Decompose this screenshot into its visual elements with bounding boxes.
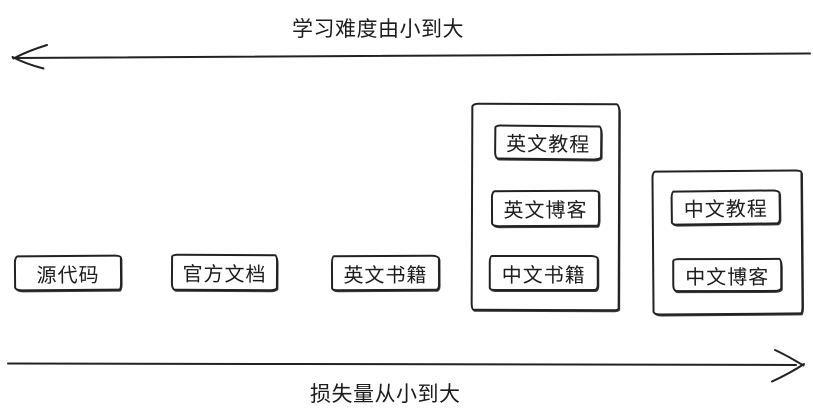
box-chinese-blogs: 中文博客 xyxy=(672,257,783,293)
group-right: 中文教程 中文博客 xyxy=(651,169,804,316)
difficulty-arrow-left-icon xyxy=(11,44,811,70)
difficulty-axis-label: 学习难度由小到大 xyxy=(292,18,464,41)
box-english-blogs: 英文博客 xyxy=(490,189,601,228)
box-chinese-tutorials: 中文教程 xyxy=(670,189,781,226)
group-middle: 英文教程 英文博客 中文书籍 xyxy=(470,102,621,312)
loss-axis-label: 损失量从小到大 xyxy=(310,383,461,406)
box-english-books: 英文书籍 xyxy=(330,254,441,292)
box-official-docs: 官方文档 xyxy=(170,253,279,292)
box-source-code: 源代码 xyxy=(13,254,123,292)
box-chinese-books: 中文书籍 xyxy=(488,254,599,292)
box-english-tutorials: 英文教程 xyxy=(494,124,603,161)
loss-arrow-right-icon xyxy=(7,349,805,383)
